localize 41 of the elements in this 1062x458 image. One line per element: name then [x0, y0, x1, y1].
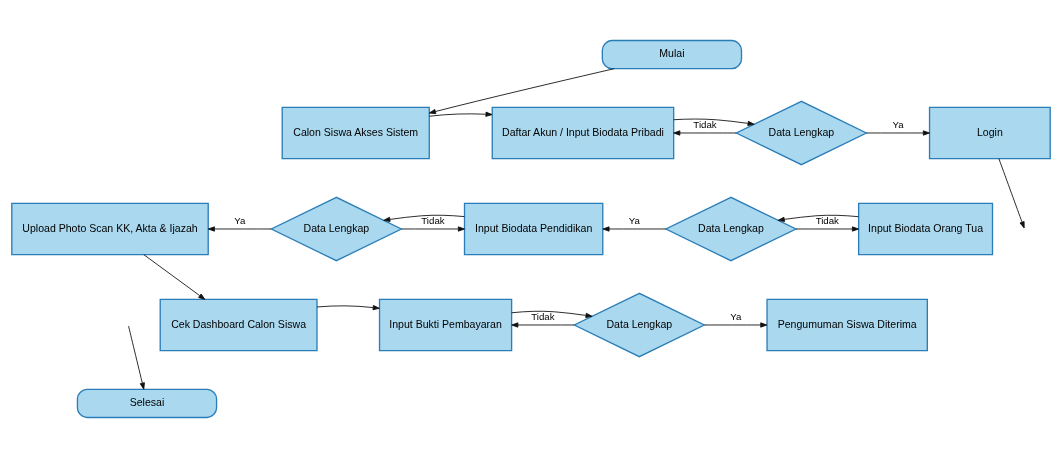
- arrow: [428, 111, 493, 117]
- node-box: Cek Dashboard Calon Siswa: [159, 298, 318, 352]
- arrow: [316, 305, 380, 311]
- arrow: [511, 322, 575, 328]
- node-box: Input Biodata Orang Tua: [857, 202, 994, 256]
- edge-label: Tidak: [421, 214, 445, 226]
- arrow: [383, 214, 465, 222]
- edge-label: Ya: [730, 310, 742, 322]
- arrow: [511, 310, 593, 318]
- arrow: [602, 226, 667, 232]
- node-diamond: Data Lengkap: [269, 196, 403, 262]
- arrow: [866, 130, 930, 136]
- arrow: [777, 214, 859, 222]
- arrow: [428, 68, 615, 115]
- edge-label: Ya: [892, 118, 904, 130]
- node-box: Calon Siswa Akses Sistem: [281, 106, 430, 160]
- edge-label: Ya: [234, 214, 246, 226]
- arrow: [128, 325, 145, 390]
- arrow: [704, 322, 768, 328]
- node-box: Daftar Akun / Input Biodata Pribadi: [491, 106, 675, 160]
- edge-label: Ya: [628, 214, 640, 226]
- edge-label: Tidak: [815, 214, 839, 226]
- arrow: [401, 226, 465, 232]
- node-box: Upload Photo Scan KK, Akta & Ijazah: [11, 202, 209, 256]
- arrow: [673, 130, 737, 136]
- node-diamond: Data Lengkap: [734, 100, 868, 166]
- node-box: Login: [928, 106, 1051, 160]
- node-diamond: Data Lengkap: [664, 196, 798, 262]
- node-box: Pengumuman Siswa Diterima: [766, 298, 928, 352]
- arrow: [207, 226, 272, 232]
- arrow: [143, 254, 206, 300]
- node-box: Input Bukti Pembayaran: [378, 298, 513, 352]
- arrow: [795, 226, 859, 232]
- edge-label: Tidak: [531, 310, 555, 322]
- node-box: Input Biodata Pendidikan: [463, 202, 604, 256]
- arrow: [673, 118, 755, 126]
- node-diamond: Data Lengkap: [572, 292, 706, 358]
- node-box: Mulai: [601, 39, 743, 70]
- edge-label: Tidak: [693, 118, 717, 130]
- arrow: [998, 158, 1025, 229]
- node-box: Selesai: [76, 388, 218, 419]
